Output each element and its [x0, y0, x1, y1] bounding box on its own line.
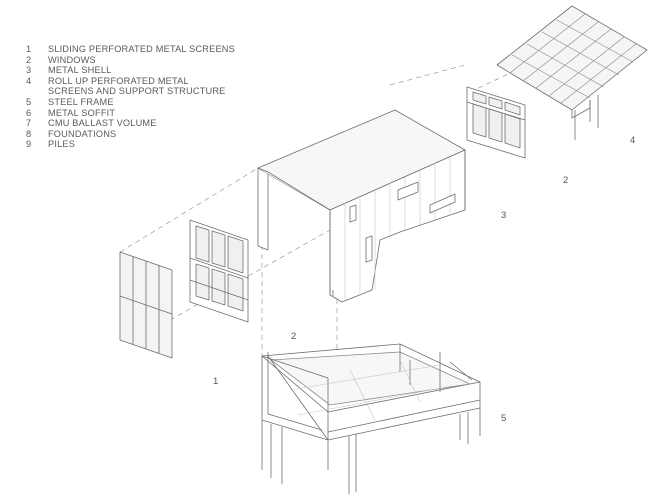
legend-label: SCREENS AND SUPPORT STRUCTURE: [48, 86, 226, 97]
legend-number: 1: [26, 44, 32, 54]
legend-item-9: 9 PILES: [26, 139, 235, 150]
legend-number: 2: [26, 54, 32, 65]
legend-item-6: 6 METAL SOFFIT: [26, 108, 235, 119]
legend-number: 6: [26, 107, 32, 118]
legend-label: WINDOWS: [48, 54, 96, 65]
legend-label: METAL SHELL: [48, 65, 112, 76]
legend-number: 5: [26, 96, 32, 107]
callout-5: 5: [501, 413, 507, 424]
callout-2-upper: 2: [563, 175, 569, 186]
sliding-screen-panel: [119, 251, 173, 359]
piles: [261, 408, 481, 494]
legend: 1 SLIDING PERFORATED METAL SCREENS 2 WIN…: [26, 44, 235, 150]
metal-shell: [257, 109, 466, 303]
legend-label: METAL SOFFIT: [48, 107, 116, 118]
legend-label: STEEL FRAME: [48, 96, 114, 107]
callout-1: 1: [213, 376, 219, 387]
legend-number: 8: [26, 128, 32, 139]
callout-3: 3: [501, 210, 507, 221]
legend-item-4-continued: SCREENS AND SUPPORT STRUCTURE: [26, 86, 235, 97]
steel-frame: [261, 343, 481, 494]
legend-item-7: 7 CMU BALLAST VOLUME: [26, 118, 235, 129]
legend-item-4: 4 ROLL UP PERFORATED METAL: [26, 76, 235, 87]
legend-item-8: 8 FOUNDATIONS: [26, 129, 235, 140]
callout-4: 4: [630, 135, 636, 146]
legend-label: PILES: [48, 139, 76, 150]
roll-up-screen-structure: [496, 5, 648, 140]
window-frame-upper-right: [466, 86, 526, 159]
legend-label: ROLL UP PERFORATED METAL: [48, 75, 189, 86]
legend-number: 3: [26, 65, 32, 76]
legend-item-3: 3 METAL SHELL: [26, 65, 235, 76]
legend-item-1: 1 SLIDING PERFORATED METAL SCREENS: [26, 44, 235, 55]
legend-label: SLIDING PERFORATED METAL SCREENS: [48, 44, 235, 54]
legend-label: FOUNDATIONS: [48, 128, 117, 139]
legend-item-5: 5 STEEL FRAME: [26, 97, 235, 108]
legend-number: 9: [26, 139, 32, 150]
legend-number: 7: [26, 118, 32, 129]
legend-number: 4: [26, 75, 32, 86]
callout-2-lower: 2: [291, 331, 297, 342]
legend-label: CMU BALLAST VOLUME: [48, 118, 157, 129]
window-frame-lower-left: [189, 257, 249, 323]
legend-item-2: 2 WINDOWS: [26, 55, 235, 66]
